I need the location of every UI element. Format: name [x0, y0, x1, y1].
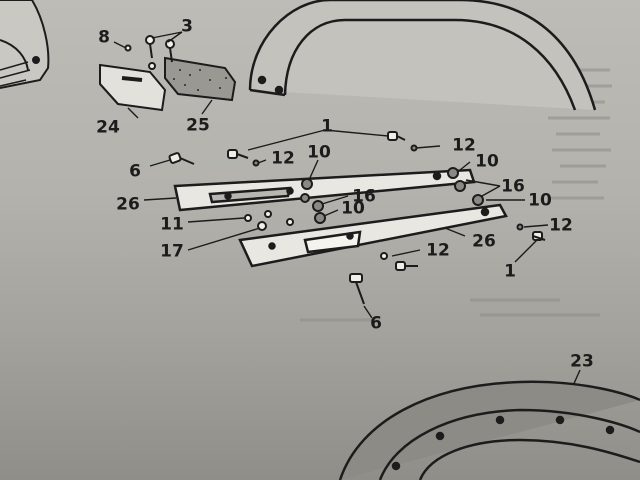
callout-10-d: 10: [528, 190, 552, 211]
fender-fragment-left: [0, 0, 50, 89]
callout-8: 8: [98, 27, 110, 48]
callout-25: 25: [186, 115, 210, 136]
callout-11: 11: [160, 214, 184, 235]
part-25-pad: [164, 56, 237, 102]
callout-6-bottom: 6: [370, 313, 382, 334]
callout-12-c: 12: [549, 215, 573, 236]
callout-23: 23: [570, 351, 594, 372]
callout-24: 24: [96, 117, 120, 138]
callout-16-b: 16: [501, 176, 525, 197]
callout-16-a: 16: [352, 186, 376, 207]
rail-upper: [173, 168, 476, 212]
rail-lower: [238, 203, 508, 268]
callout-12-b: 12: [452, 135, 476, 156]
callout-6-left: 6: [129, 161, 141, 182]
bolts: [168, 131, 546, 305]
wheel-housing-23: [338, 380, 640, 480]
callout-12-a: 12: [271, 148, 295, 169]
leader-lines: [113, 31, 581, 389]
callout-12-d: 12: [426, 240, 450, 261]
callout-26-right: 26: [472, 231, 496, 252]
callout-10-b: 10: [475, 151, 499, 172]
callout-10-a: 10: [307, 142, 331, 163]
callout-17: 17: [160, 241, 184, 262]
callout-3: 3: [181, 16, 193, 37]
nuts-and-washers: [244, 144, 524, 260]
part-24-bracket: [99, 63, 167, 112]
callout-10-c: 10: [341, 198, 365, 219]
fender-top-right: [248, 0, 597, 111]
callout-26-left: 26: [116, 194, 140, 215]
callout-1-bottom: 1: [504, 261, 516, 282]
callout-1-top: 1: [321, 116, 333, 137]
